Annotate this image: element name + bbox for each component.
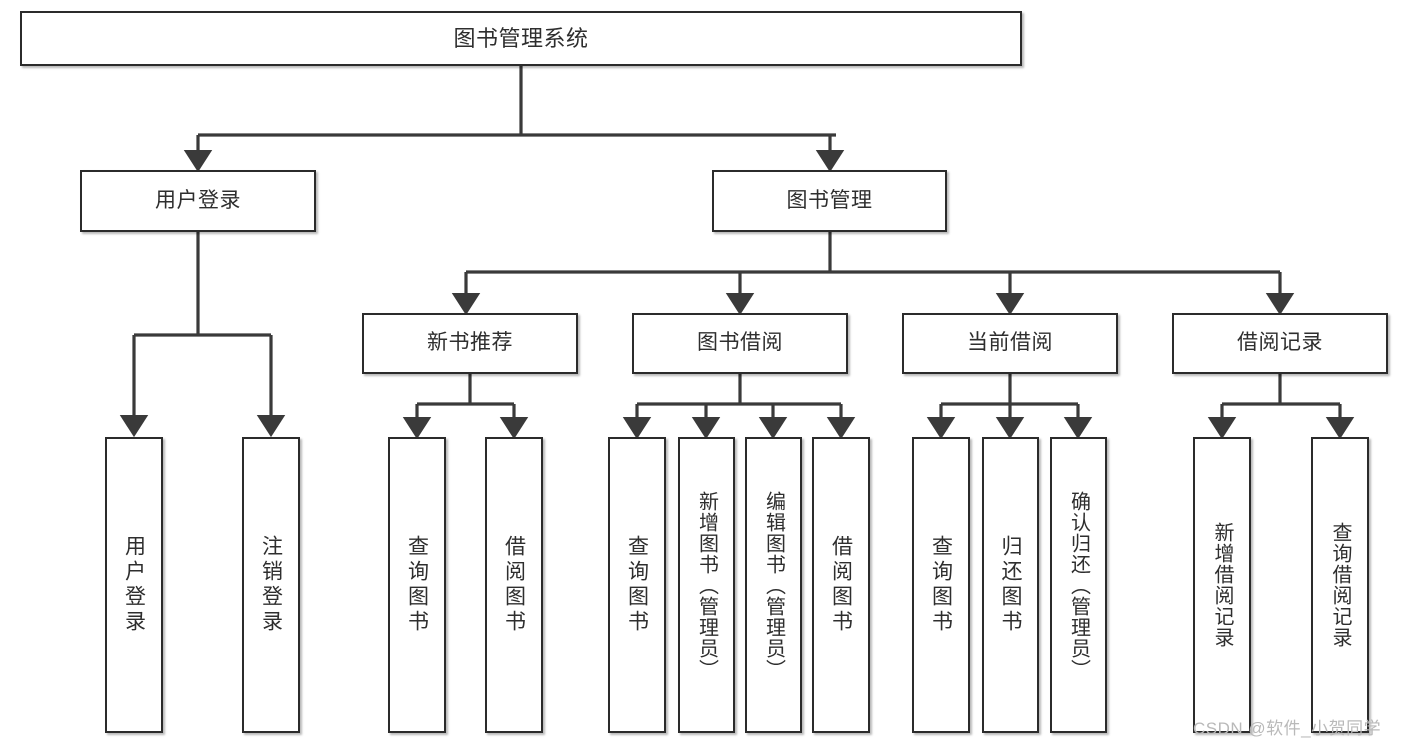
node-label: 新增图书（管理员） [695, 490, 718, 680]
node-label: 当前借阅 [967, 331, 1053, 355]
node-label: 查询借阅记录 [1329, 522, 1351, 648]
node-label: 查询图书 [929, 535, 953, 635]
node-label: 用户登录 [155, 188, 241, 212]
leaf-borrow-query-book[interactable]: 查询图书 [608, 437, 666, 733]
leaf-record-query-record[interactable]: 查询借阅记录 [1311, 437, 1369, 733]
node-current-borrow[interactable]: 当前借阅 [902, 313, 1118, 374]
leaf-user-login-signout[interactable]: 注销登录 [242, 437, 300, 733]
csdn-watermark: CSDN @软件_小贺同学 [1193, 719, 1382, 738]
node-label: 借阅图书 [502, 535, 526, 635]
node-label: 查询图书 [625, 535, 649, 635]
node-label: 归还图书 [999, 535, 1022, 635]
node-label: 编辑图书（管理员） [762, 490, 785, 680]
node-new-book-recommend[interactable]: 新书推荐 [362, 313, 578, 374]
node-label: 借阅记录 [1237, 331, 1323, 355]
leaf-borrow-borrow-book[interactable]: 借阅图书 [812, 437, 870, 733]
node-label: 注销登录 [259, 535, 283, 635]
node-book-borrow[interactable]: 图书借阅 [632, 313, 848, 374]
node-label: 确认归还（管理员） [1067, 490, 1090, 680]
node-user-login[interactable]: 用户登录 [80, 170, 316, 232]
leaf-current-query-book[interactable]: 查询图书 [912, 437, 970, 733]
node-label: 借阅图书 [829, 535, 853, 635]
node-book-management[interactable]: 图书管理 [712, 170, 947, 232]
leaf-recommend-borrow-book[interactable]: 借阅图书 [485, 437, 543, 733]
node-label: 用户登录 [122, 535, 146, 635]
leaf-borrow-add-book-admin[interactable]: 新增图书（管理员） [678, 437, 735, 733]
leaf-recommend-query-book[interactable]: 查询图书 [388, 437, 446, 733]
leaf-borrow-edit-book-admin[interactable]: 编辑图书（管理员） [745, 437, 802, 733]
leaf-current-confirm-return-admin[interactable]: 确认归还（管理员） [1050, 437, 1107, 733]
leaf-user-login-signin[interactable]: 用户登录 [105, 437, 163, 733]
node-root-system[interactable]: 图书管理系统 [20, 11, 1022, 66]
node-label: 图书借阅 [697, 331, 783, 355]
node-label: 新增借阅记录 [1211, 522, 1233, 648]
node-label: 图书管理 [786, 188, 873, 212]
node-label: 图书管理系统 [453, 25, 589, 51]
node-label: 新书推荐 [427, 331, 513, 355]
node-label: 查询图书 [405, 535, 429, 635]
node-borrow-record[interactable]: 借阅记录 [1172, 313, 1388, 374]
leaf-record-add-record[interactable]: 新增借阅记录 [1193, 437, 1251, 733]
leaf-current-return-book[interactable]: 归还图书 [982, 437, 1039, 733]
